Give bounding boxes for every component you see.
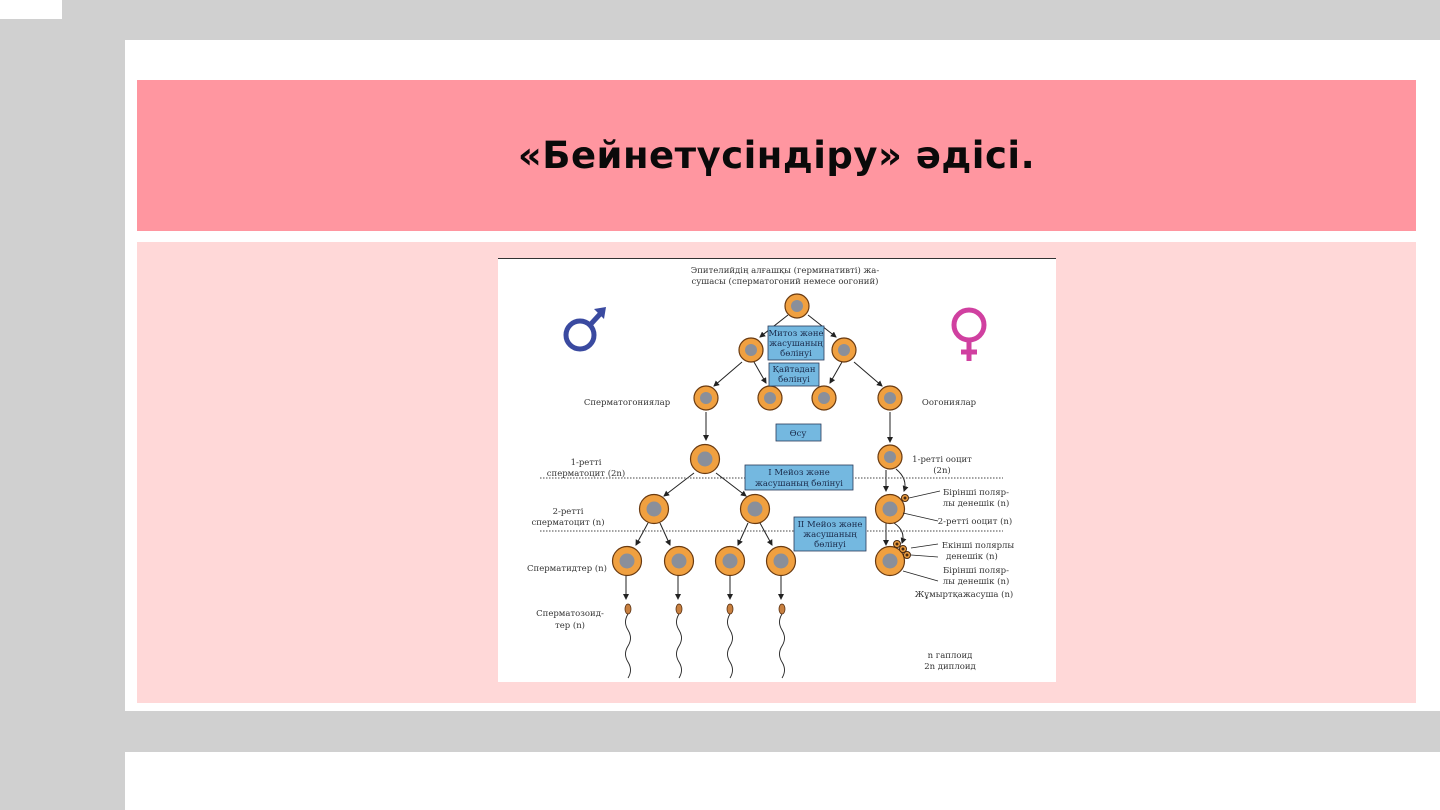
label-secondary-spermatocyte-2: сперматоцит (n) bbox=[531, 517, 604, 528]
label-first-polar-2: лы денешік (n) bbox=[943, 498, 1010, 509]
label-first-polar-1: Бірінші поляр- bbox=[943, 488, 1009, 498]
label-spermatozoa-2: тер (n) bbox=[555, 620, 585, 631]
svg-text:II Мейоз және: II Мейоз және bbox=[798, 520, 863, 530]
label-second-polar-2: денешік (n) bbox=[946, 551, 998, 562]
svg-text:жасушаның: жасушаның bbox=[769, 339, 823, 349]
svg-text:Митоз және: Митоз және bbox=[768, 329, 823, 339]
svg-text:бөлінуі: бөлінуі bbox=[780, 348, 812, 359]
label-spermatids: Сперматидтер (n) bbox=[527, 563, 607, 574]
label-primary-spermatocyte-2: сперматоцит (2n) bbox=[547, 468, 625, 479]
label-secondary-oocyte: 2-ретті ооцит (n) bbox=[938, 516, 1012, 527]
svg-text:жасушаның: жасушаның bbox=[803, 530, 857, 540]
germ-cell bbox=[784, 293, 810, 319]
svg-text:бөлінуі: бөлінуі bbox=[778, 374, 810, 385]
female-symbol-icon bbox=[951, 307, 987, 361]
svg-text:жасушаның бөлінуі: жасушаның бөлінуі bbox=[755, 478, 843, 489]
meiosis-2-box: II Мейоз және жасушаның бөлінуі bbox=[793, 516, 867, 552]
label-secondary-spermatocyte-1: 2-ретті bbox=[553, 507, 584, 517]
page-title: «Бейнетүсіндіру» әдісі. bbox=[517, 134, 1036, 177]
mitosis-box: Митоз және жасушаның бөлінуі bbox=[767, 325, 825, 361]
legend-diploid: 2n диплоид bbox=[924, 662, 976, 672]
header-line-1: Эпителийдің алғашқы (герминативті) жа- bbox=[691, 265, 880, 276]
repeat-division-box: Қайтадан бөлінуі bbox=[768, 362, 820, 387]
label-spermatogonia: Сперматогониялар bbox=[584, 398, 671, 408]
label-primary-oocyte-1: 1-ретті ооцит bbox=[912, 455, 972, 465]
svg-text:бөлінуі: бөлінуі bbox=[814, 539, 846, 550]
label-second-polar-1: Екінші полярлы bbox=[942, 541, 1015, 551]
label-primary-spermatocyte-1: 1-ретті bbox=[571, 458, 602, 468]
svg-text:Өсу: Өсу bbox=[790, 429, 807, 439]
window-corner bbox=[0, 0, 62, 19]
label-oogonia: Оогониялар bbox=[922, 398, 977, 408]
label-primary-oocyte-2: (2n) bbox=[933, 465, 951, 476]
meiosis-1-box: I Мейоз және жасушаның бөлінуі bbox=[744, 464, 854, 491]
label-first-polar-b2: лы денешік (n) bbox=[943, 576, 1010, 587]
svg-text:Қайтадан: Қайтадан bbox=[772, 365, 815, 375]
next-slide-canvas bbox=[125, 752, 1440, 810]
growth-box: Өсу bbox=[775, 423, 822, 442]
gametogenesis-diagram: Эпителийдің алғашқы (герминативті) жа- с… bbox=[498, 258, 1056, 682]
male-symbol-icon bbox=[563, 307, 606, 352]
legend-haploid: n гаплоид bbox=[928, 651, 973, 661]
title-bar: «Бейнетүсіндіру» әдісі. bbox=[137, 80, 1416, 231]
label-first-polar-b1: Бірінші поляр- bbox=[943, 566, 1009, 576]
header-line-2: сушасы (сперматогоний немесе оогоний) bbox=[692, 276, 879, 287]
label-egg-cell: Жұмыртқажасуша (n) bbox=[915, 589, 1014, 600]
svg-text:I Мейоз және: I Мейоз және bbox=[768, 468, 829, 478]
label-spermatozoa-1: Сперматозоид- bbox=[536, 609, 604, 619]
